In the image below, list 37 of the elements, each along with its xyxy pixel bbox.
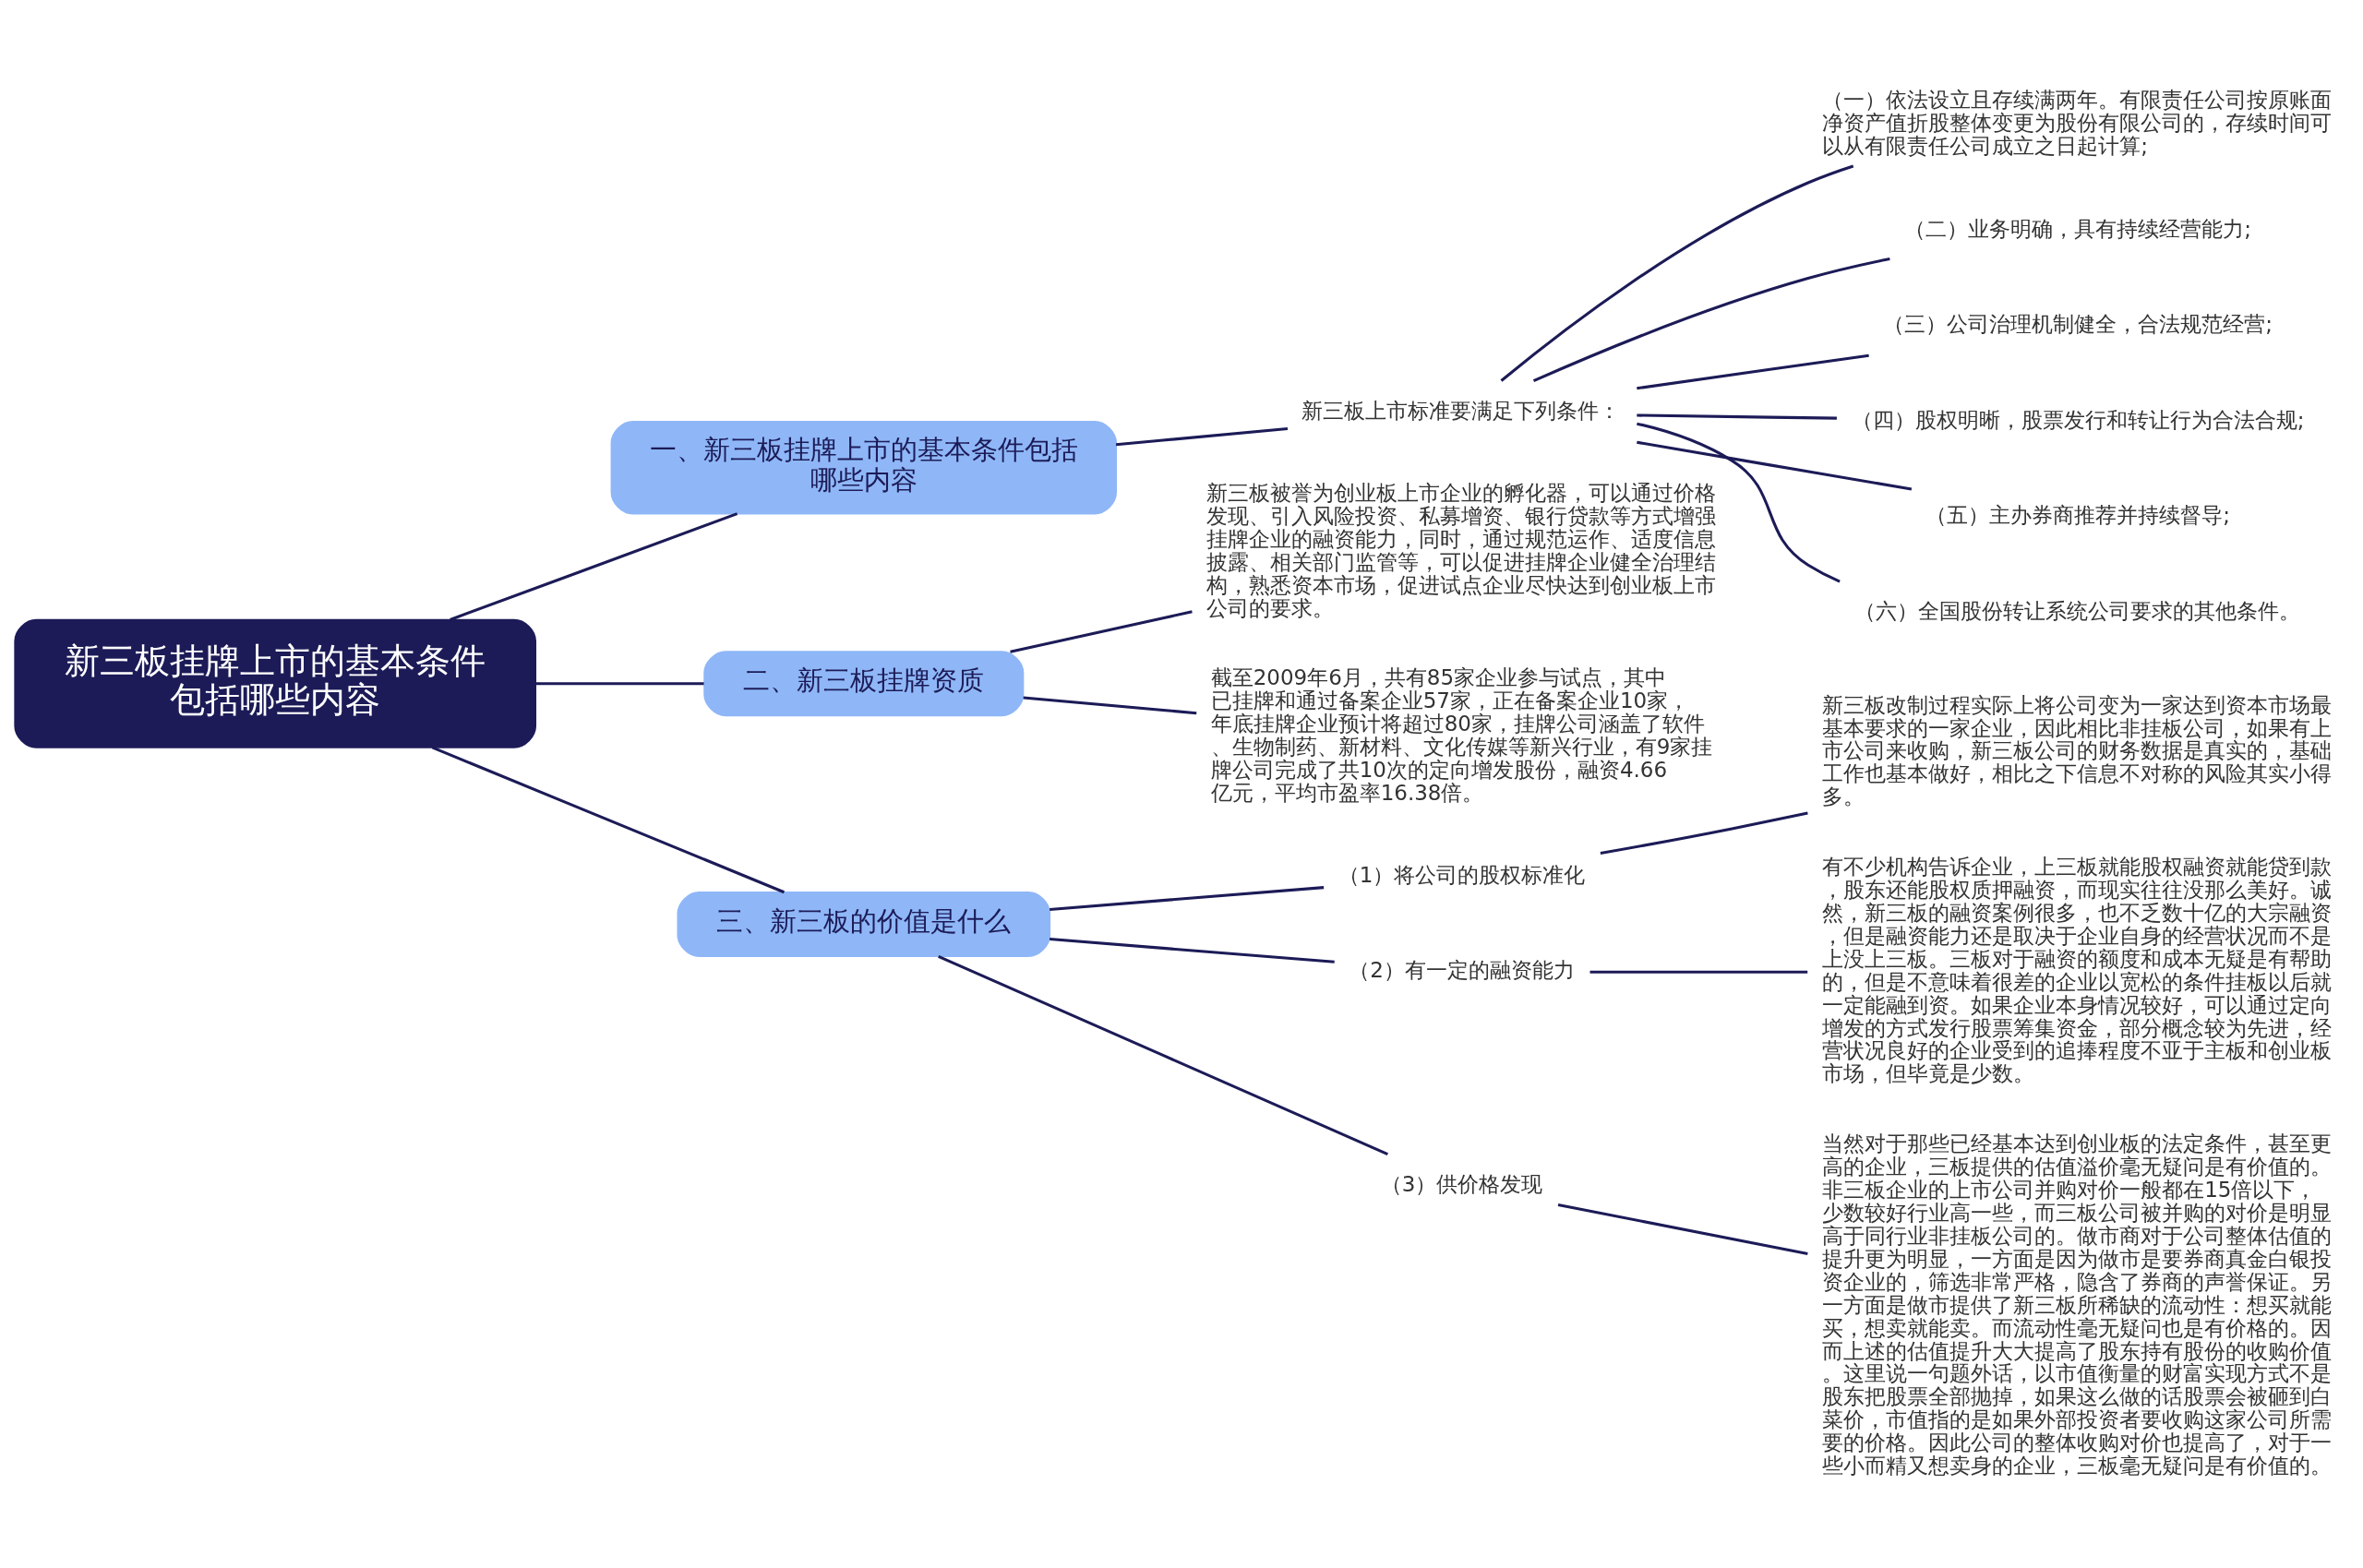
connector (1637, 440, 1913, 491)
connector (1589, 970, 1808, 974)
connector (1600, 811, 1808, 855)
node-text: （二）业务明确，具有持续经营能力; (1904, 216, 2252, 241)
connector (1500, 164, 1854, 382)
node-text: 截至2009年6月，共有85家企业参与试点，其中已挂牌和通过备案企业57家，正在备案企业10家，年底挂牌企业预计将超过80家，挂牌公司涵盖了软件、生物制药、新材料、文化传媒等新兴行业，有9家挂牌公司完成了共10次的定向增发股份，融资4.66亿元，平均市盈率16.38倍。 (1210, 664, 1713, 804)
node-text: （1）将公司的股权标准化 (1337, 862, 1586, 887)
node-box: 三、新三板的价值是什么 (677, 891, 1051, 957)
node-box: 新三板挂牌上市的基本条件包括哪些内容 (14, 618, 537, 748)
node-text: （一）依法设立且存续满两年。有限责任公司按原账面净资产值折股整体变更为股份有限公司的，存续时间可以从有限责任公司成立之日起计算; (1822, 87, 2333, 158)
connector (1050, 885, 1325, 911)
connector (1637, 413, 1837, 420)
node-text: （2）有一定的融资能力 (1349, 957, 1575, 982)
node-text: 新三板上市标准要满足下列条件： (1301, 398, 1621, 423)
connector (1023, 695, 1197, 714)
node-box: 一、新三板挂牌上市的基本条件包括哪些内容 (610, 420, 1117, 515)
connector (1532, 257, 1890, 382)
connector (431, 746, 786, 893)
node-text: （3）供价格发现 (1380, 1171, 1543, 1196)
connector (535, 681, 704, 685)
connector (450, 511, 738, 621)
connector (1050, 937, 1335, 964)
node-text: 新三板改制过程实际上将公司变为一家达到资本市场最基本要求的一家企业，因此相比非挂板公司，如果有上市公司来收购，新三板公司的财务数据是真实的，基础工作也基本做好，相比之下信息不对称的风险其实小得多。 (1822, 692, 2333, 808)
node-text: （五）主办券商推荐并持续督导; (1925, 502, 2231, 527)
connector (938, 954, 1388, 1155)
node-text: （六）全国股份转让系统公司要求的其他条件。 (1853, 598, 2300, 623)
connector (1637, 353, 1869, 389)
connector (1637, 422, 1841, 583)
node-text: 有不少机构告诉企业，上三板就能股权融资就能贷到款，股东还能股权质押融资，而现实往往没那么美好。诚然，新三板的融资案例很多，也不乏数十亿的大宗融资，但是融资能力还是取决于企业自身的经营状况而不是上没上三板。三板对于融资的额度和成本无疑是有帮助的，但是不意味着很差的企业以宽松的条件挂板以后就一定能融到资。如果企业本身情况较好，可以通过定向增发的方式发行股票筹集资金，部分概念较为先进，经营状况良好的企业受到的追捧程度不亚于主板和创业板市场，但毕竟是少数。 (1822, 854, 2333, 1085)
connector (1115, 426, 1289, 446)
node-text: 当然对于那些已经基本达到创业板的法定条件，甚至更高的企业，三板提供的估值溢价毫无疑问是有价值的。非三板企业的上市公司并购对价一般都在15倍以下，少数较好行业高一些，而三板公司被并购的对价是明显高于同行业非挂板公司的。做市商对于公司整体估值的提升更为明显，一方面是因为做市是要券商真金白银投资企业的，筛选非常严格，隐含了券商的声誉保证。另一方面是做市提供了新三板所稀缺的流动性：想买就能买，想卖就能卖。而流动性毫无疑问也是有价格的。因而上述的估值提升大大提高了股东持有股份的收购价值。这里说一句题外话，以市值衡量的财富实现方式不是股东把股票全部抛掉，如果这么做的话股票会被砸到白菜价，市值指的是如果外部投资者要收购这家公司所需要的价格。因此公司的整体收购对价也提高了，对于一些小而精又想卖身的企业，三板毫无疑问是有价值的。 (1822, 1131, 2333, 1478)
node-box: 二、新三板挂牌资质 (703, 650, 1025, 716)
connector (1557, 1203, 1808, 1255)
node-text: （四）股权明晰，股票发行和转让行为合法合规; (1851, 407, 2305, 432)
connector (1010, 609, 1193, 653)
node-text: 新三板被誉为创业板上市企业的孵化器，可以通过价格发现、引入风险投资、私募增资、银行贷款等方式增强挂牌企业的融资能力，同时，通过规范运作、适度信息披露、相关部门监管等，可以促进挂牌企业健全治理结构，熟悉资本市场，促进试点企业尽快达到创业板上市公司的要求。 (1205, 480, 1716, 620)
node-text: （三）公司治理机制健全，合法规范经营; (1883, 311, 2273, 336)
